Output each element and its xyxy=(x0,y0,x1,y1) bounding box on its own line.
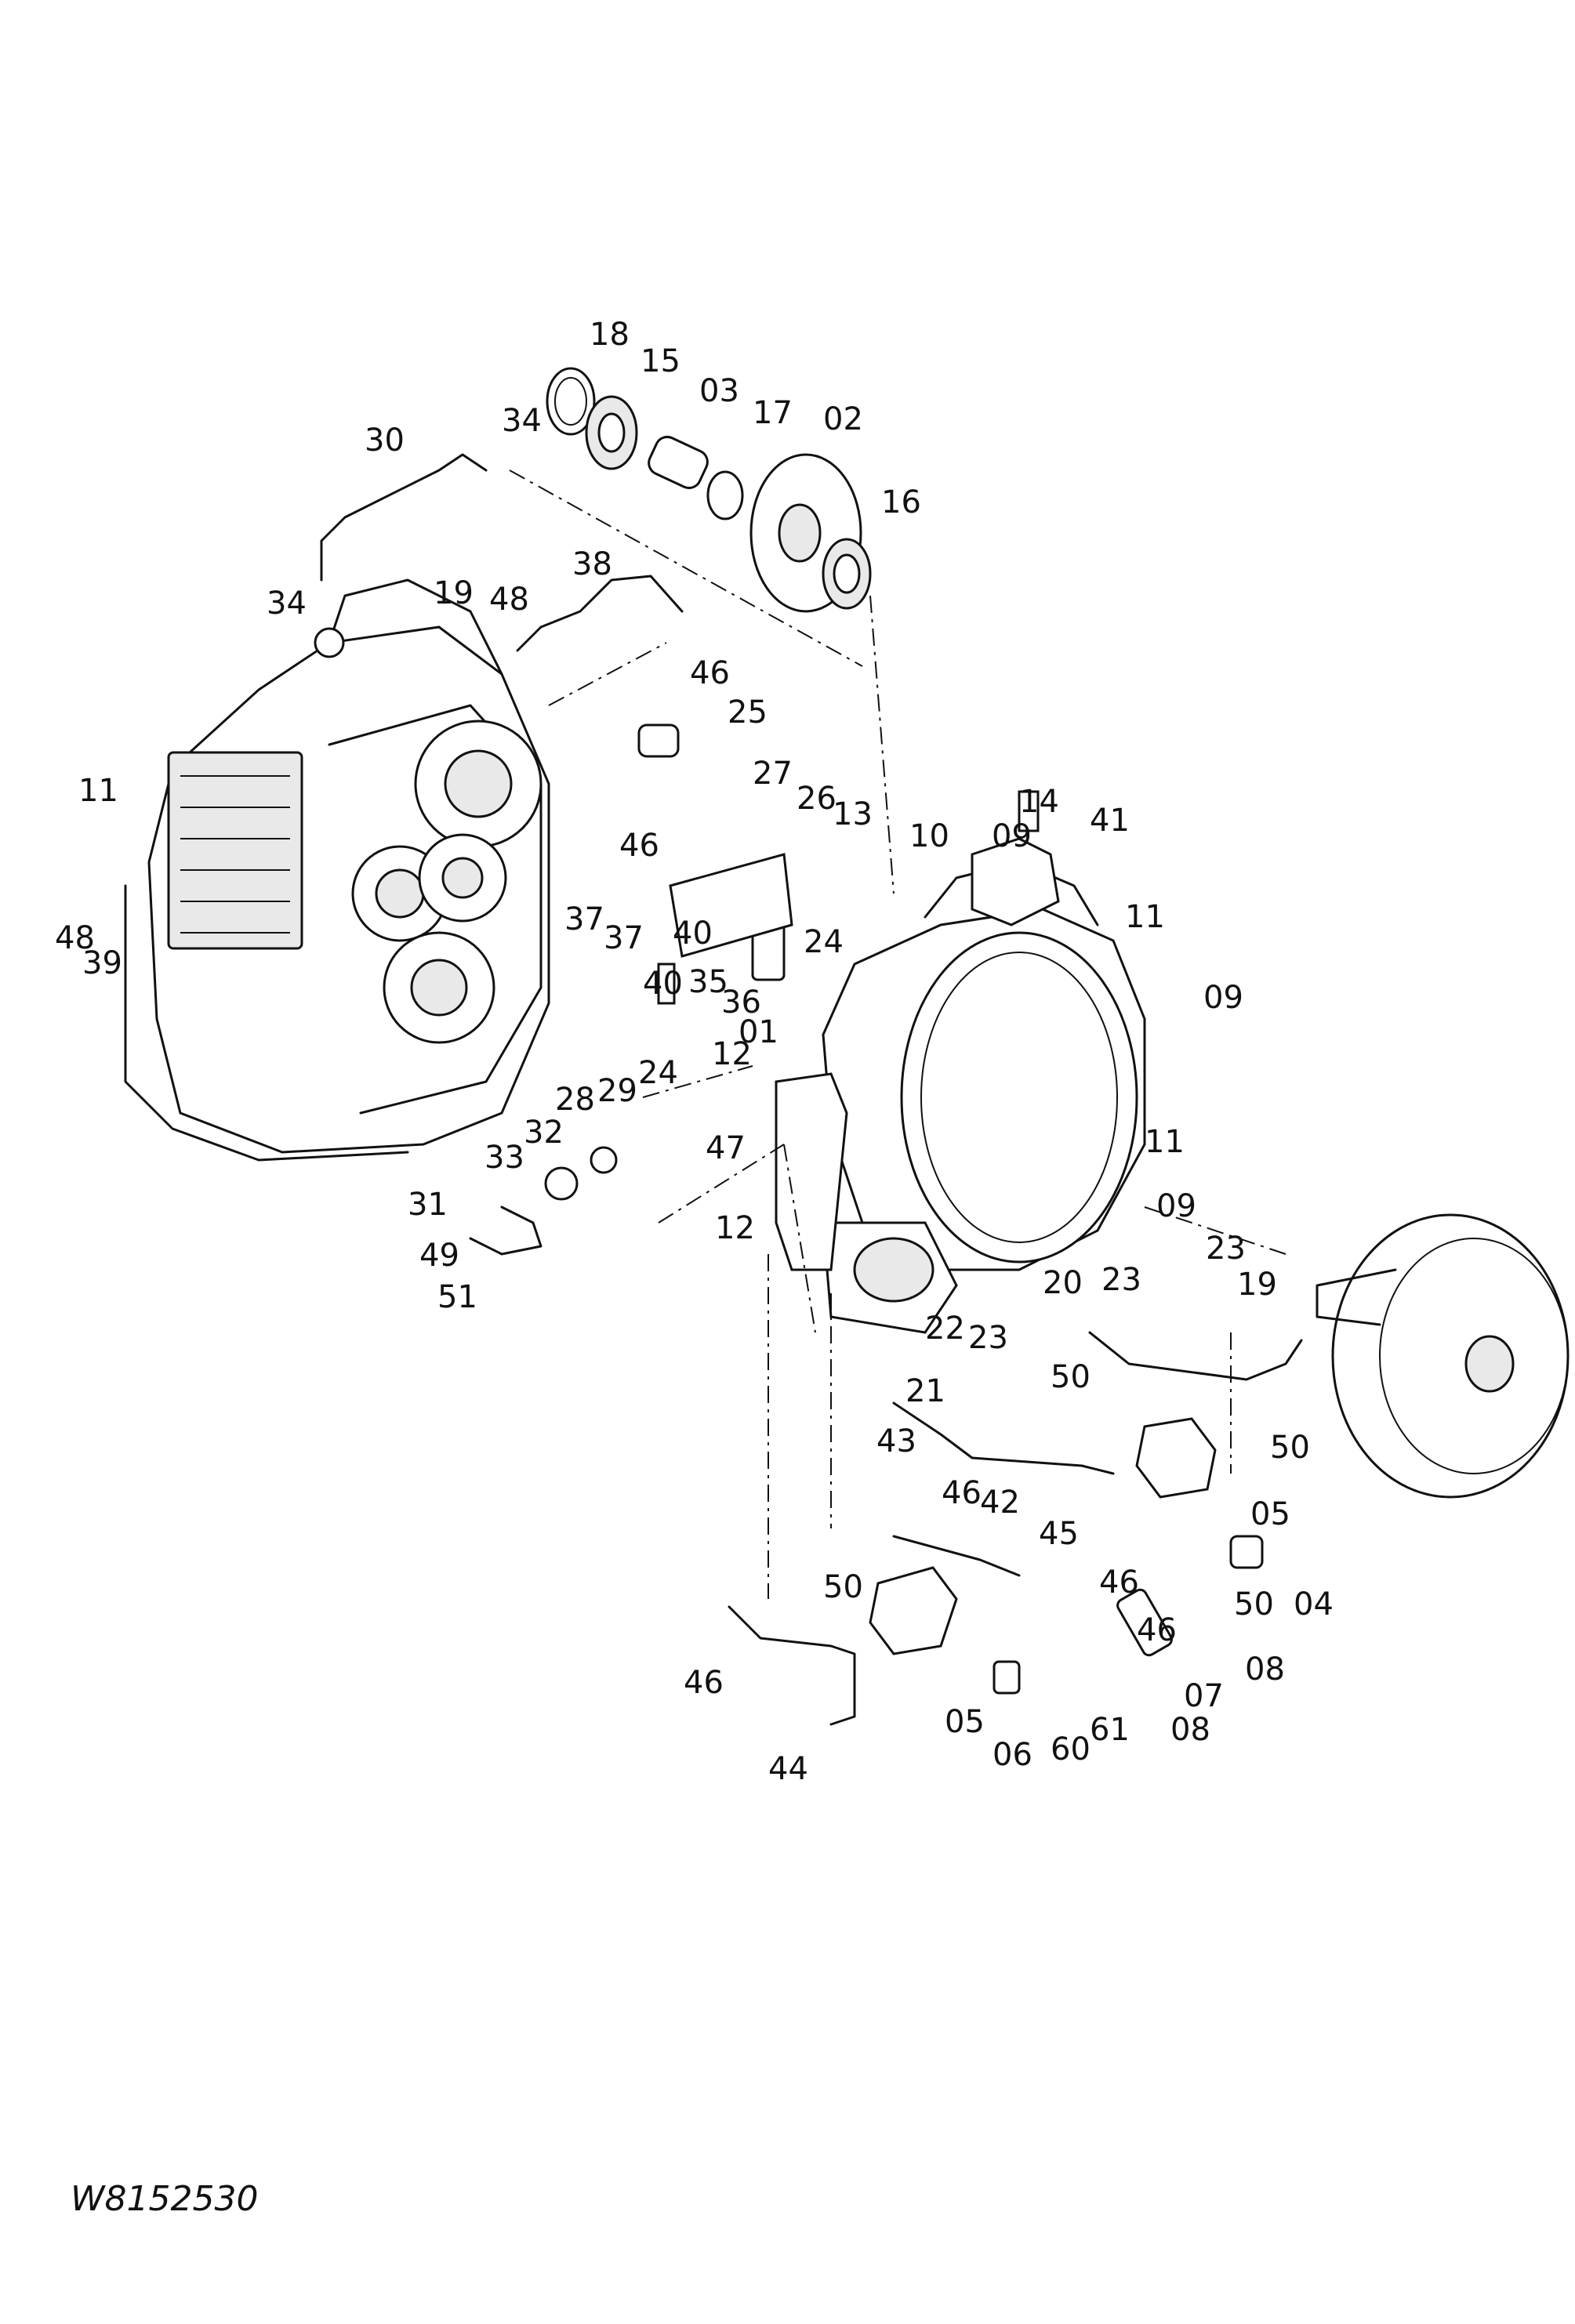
callout-label: 32 xyxy=(524,1115,564,1151)
callout-label: 42 xyxy=(980,1485,1020,1521)
callout-label: 23 xyxy=(1206,1231,1246,1267)
figure-id: W8152530 xyxy=(71,2179,258,2219)
callout-label: 08 xyxy=(1170,1712,1210,1748)
callout-label: 38 xyxy=(572,546,612,582)
callout-label: 19 xyxy=(434,575,474,611)
callout-label: 18 xyxy=(590,317,630,353)
callout-label: 51 xyxy=(437,1279,477,1315)
callout-label: 06 xyxy=(993,1737,1032,1773)
callout-label: 46 xyxy=(1099,1564,1139,1601)
callout-label: 15 xyxy=(641,343,680,379)
callout-label: 09 xyxy=(1156,1188,1196,1224)
callout-label: 61 xyxy=(1090,1712,1130,1748)
callout-label: 41 xyxy=(1090,803,1130,839)
callout-label: 60 xyxy=(1051,1731,1091,1767)
callout-label: 02 xyxy=(823,401,863,437)
callout-label: 23 xyxy=(1101,1262,1141,1298)
callout-label: 46 xyxy=(1137,1612,1177,1648)
callout-label: 40 xyxy=(643,966,683,1002)
callout-label: 11 xyxy=(1125,899,1165,935)
callout-label: 46 xyxy=(690,655,730,691)
callout-label: 47 xyxy=(706,1130,746,1166)
callout-label: 12 xyxy=(715,1210,755,1246)
callout-label: 22 xyxy=(925,1311,965,1347)
callout-label: 44 xyxy=(768,1751,808,1787)
callout-label: 37 xyxy=(604,920,644,956)
callout-label: 45 xyxy=(1039,1516,1079,1552)
callout-label: 05 xyxy=(1250,1496,1290,1532)
callout-label: 34 xyxy=(267,586,307,622)
torque-converter xyxy=(1316,1213,1570,1499)
callout-label: 19 xyxy=(1237,1267,1277,1303)
callout-label: 23 xyxy=(968,1320,1008,1356)
callout-label: 30 xyxy=(365,422,405,459)
callout-label: 31 xyxy=(408,1187,448,1223)
callout-label: 20 xyxy=(1043,1265,1083,1301)
callout-label: 14 xyxy=(1019,784,1059,820)
callout-label: 50 xyxy=(1051,1359,1091,1395)
pipes xyxy=(320,453,1303,1726)
transmission-assembly xyxy=(124,578,550,1162)
callout-label: 43 xyxy=(876,1423,916,1459)
callout-label: 09 xyxy=(992,818,1032,854)
callout-label: 48 xyxy=(55,920,95,956)
callout-label: 04 xyxy=(1294,1586,1334,1622)
callout-label: 25 xyxy=(728,694,768,731)
callout-label: 29 xyxy=(597,1073,637,1109)
callout-label: 27 xyxy=(753,756,793,792)
callout-label: 36 xyxy=(721,984,761,1021)
callout-label: 40 xyxy=(673,915,713,952)
callout-label: 09 xyxy=(1203,980,1243,1016)
callout-label: 46 xyxy=(942,1475,982,1511)
reference-lines xyxy=(509,470,1286,1599)
callout-label: 37 xyxy=(564,901,604,937)
callout-label: 08 xyxy=(1245,1651,1285,1688)
top-shaft-parts xyxy=(546,367,872,613)
callout-label: 07 xyxy=(1184,1678,1224,1714)
callout-label: 26 xyxy=(797,781,836,817)
callout-label: 05 xyxy=(945,1704,985,1740)
callout-label: 34 xyxy=(502,403,542,439)
callout-label: 46 xyxy=(684,1665,724,1701)
callout-label: 12 xyxy=(712,1036,752,1072)
callout-label: 50 xyxy=(1234,1586,1274,1622)
callout-label: 35 xyxy=(688,964,728,1000)
callout-label: 48 xyxy=(489,582,529,618)
callout-label: 13 xyxy=(833,796,873,832)
callout-label: 21 xyxy=(905,1373,945,1409)
converter-housing xyxy=(775,861,1146,1334)
callout-label: 39 xyxy=(82,945,122,981)
callout-label: 28 xyxy=(555,1082,595,1118)
callout-label: 46 xyxy=(619,828,659,864)
callout-label: 11 xyxy=(78,773,118,809)
callout-label: 50 xyxy=(823,1569,863,1605)
callout-label: 17 xyxy=(753,395,793,431)
callout-label: 16 xyxy=(881,484,921,520)
fittings xyxy=(544,723,1264,1695)
callout-label: 24 xyxy=(638,1055,678,1091)
callout-label: 33 xyxy=(484,1140,524,1176)
callout-label: 10 xyxy=(909,818,949,854)
callout-label: 11 xyxy=(1145,1124,1185,1160)
callout-label: 01 xyxy=(739,1014,778,1050)
callout-label: 50 xyxy=(1270,1430,1310,1466)
callout-label: 24 xyxy=(804,924,844,960)
callout-label: 03 xyxy=(699,373,739,409)
callout-label: 49 xyxy=(419,1238,459,1274)
